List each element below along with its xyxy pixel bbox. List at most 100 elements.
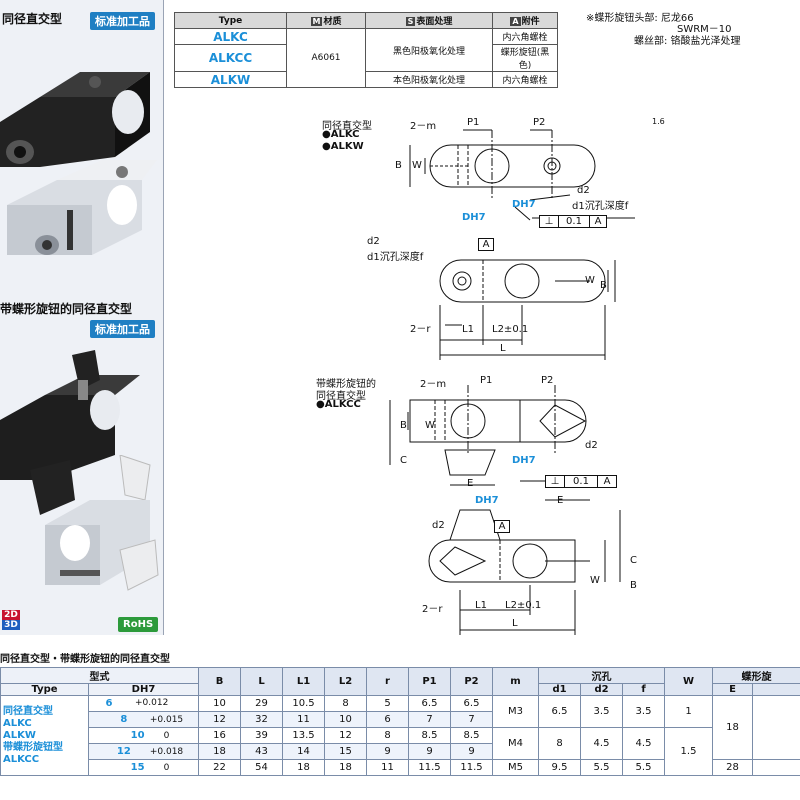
dims-subheader-row: Type DH7 d1 d2 f E: [0, 683, 800, 696]
cell-l1: 13.5: [282, 727, 325, 744]
label-p2-knob: P2: [541, 375, 554, 386]
cell-knob-extra: [752, 759, 800, 776]
cell-l1: 14: [282, 743, 325, 760]
spec-row: ALKW 本色阳极氧化处理 内六角螺栓: [174, 71, 558, 88]
label-w-side: W: [585, 275, 595, 286]
cell-p2: 8.5: [450, 727, 493, 744]
dims-header-p1: P1: [408, 667, 451, 696]
dims-header-p2: P2: [450, 667, 493, 696]
cell-r: 5: [366, 695, 409, 712]
label-l: L: [500, 343, 506, 354]
dims-header-row: 型式 B L L1 L2 r P1 P2 m 沉孔 W 蝶形旋: [0, 667, 800, 696]
cell-m: M4: [492, 727, 539, 760]
perp-datum-knob: A: [603, 476, 611, 487]
section1-title: 同径直交型: [2, 12, 63, 26]
cell-p1: 8.5: [408, 727, 451, 744]
cell-r: 8: [366, 727, 409, 744]
dims-header-dh7: DH7: [88, 683, 199, 696]
dims-header-knob: 蝶形旋: [712, 667, 800, 684]
dims-header-d2: d2: [580, 683, 623, 696]
label-p2: P2: [533, 117, 546, 128]
spec-surface: 黑色阳极氧化处理: [365, 28, 493, 72]
dims-header-w: W: [664, 667, 713, 696]
dims-type-cell: 同径直交型 ALKC ALKW 带蝶形旋钮型 ALKCC: [0, 695, 89, 776]
technical-drawing: [389, 129, 635, 635]
cell-d1: 8: [538, 727, 581, 760]
cell-l1: 11: [282, 711, 325, 728]
cell-b: 18: [198, 743, 241, 760]
cell-r: 11: [366, 759, 409, 776]
dims-header-f: f: [622, 683, 665, 696]
label-l1: L1: [462, 324, 474, 335]
dims-header-type: Type: [0, 683, 89, 696]
cell-l2: 10: [324, 711, 367, 728]
cell-d1: 9.5: [538, 759, 581, 776]
label-b-knob-side: B: [630, 580, 637, 591]
label-d2-knob: d2: [585, 440, 598, 451]
spec-type: ALKW: [174, 71, 287, 88]
group1-item1: ●ALKC: [322, 129, 360, 140]
cell-p2: 7: [450, 711, 493, 728]
label-l2-knob: L2±0.1: [505, 600, 542, 611]
black-clamp-image: [0, 72, 150, 167]
standard-badge-2: 标准加工品: [90, 320, 155, 338]
spec-type: ALKC: [174, 28, 287, 45]
table-row: 同径直交型 ALKC ALKW 带蝶形旋钮型 ALKCC 6+0.012 10 …: [0, 695, 800, 776]
dims-d-cell: 12+0.018: [88, 743, 199, 760]
cell-b: 22: [198, 759, 241, 776]
label-b-knob: B: [400, 420, 407, 431]
cell-l2: 18: [324, 759, 367, 776]
label-w-knob-side: W: [590, 575, 600, 586]
section2-title: 带蝶形旋钮的同径直交型: [0, 302, 133, 316]
cell-e: 18: [712, 695, 753, 760]
label-w: W: [412, 160, 422, 171]
datum-a-side: A: [478, 238, 494, 251]
spec-type: ALKCC: [174, 44, 287, 72]
cell-f: 3.5: [622, 695, 665, 728]
tag-2d[interactable]: 2D: [2, 610, 20, 620]
label-2m-knob: 2－m: [420, 379, 447, 390]
label-e-knob: E: [467, 478, 474, 489]
label-b: B: [395, 160, 402, 171]
label-p1: P1: [467, 117, 480, 128]
label-2r: 2－r: [410, 324, 431, 335]
cell-p1: 7: [408, 711, 451, 728]
dims-header-l1: L1: [282, 667, 325, 696]
label-dh7: DH7: [512, 199, 536, 210]
cell-p1: 11.5: [408, 759, 451, 776]
label-d2-side: d2: [367, 236, 380, 247]
rohs-badge: RoHS: [118, 617, 159, 632]
cell-e: 28: [712, 759, 753, 776]
cell-m: M3: [492, 695, 539, 728]
cell-p1: 9: [408, 743, 451, 760]
cell-l: 54: [240, 759, 283, 776]
dims-header-r: r: [366, 667, 409, 696]
datum-a-knob: A: [494, 520, 510, 533]
label-l-knob: L: [512, 618, 518, 629]
label-l1-knob: L1: [475, 600, 487, 611]
cell-b: 10: [198, 695, 241, 712]
group2-title-line1: 带蝶形旋钮的: [316, 379, 376, 390]
perp-symbol: ⊥: [540, 216, 559, 227]
label-p1-knob: P1: [480, 375, 493, 386]
cell-l2: 12: [324, 727, 367, 744]
dims-header-l: L: [240, 667, 283, 696]
label-e-knob-side: E: [557, 495, 564, 506]
label-d2: d2: [577, 185, 590, 196]
cell-l: 39: [240, 727, 283, 744]
cell-l1: 18: [282, 759, 325, 776]
dims-d-cell: 6+0.012: [105, 698, 169, 709]
spec-header-type: Type: [174, 12, 287, 29]
label-2r-knob: 2－r: [422, 604, 443, 615]
group2-title-line2: 同径直交型: [316, 391, 366, 402]
tag-3d[interactable]: 3D: [2, 620, 20, 630]
drawing-body-side: [439, 259, 606, 303]
label-b-side: B: [600, 280, 607, 291]
group1-item2: ●ALKW: [322, 141, 364, 152]
cell-p1: 6.5: [408, 695, 451, 712]
spec-accessory: 内六角螺栓: [492, 28, 558, 45]
